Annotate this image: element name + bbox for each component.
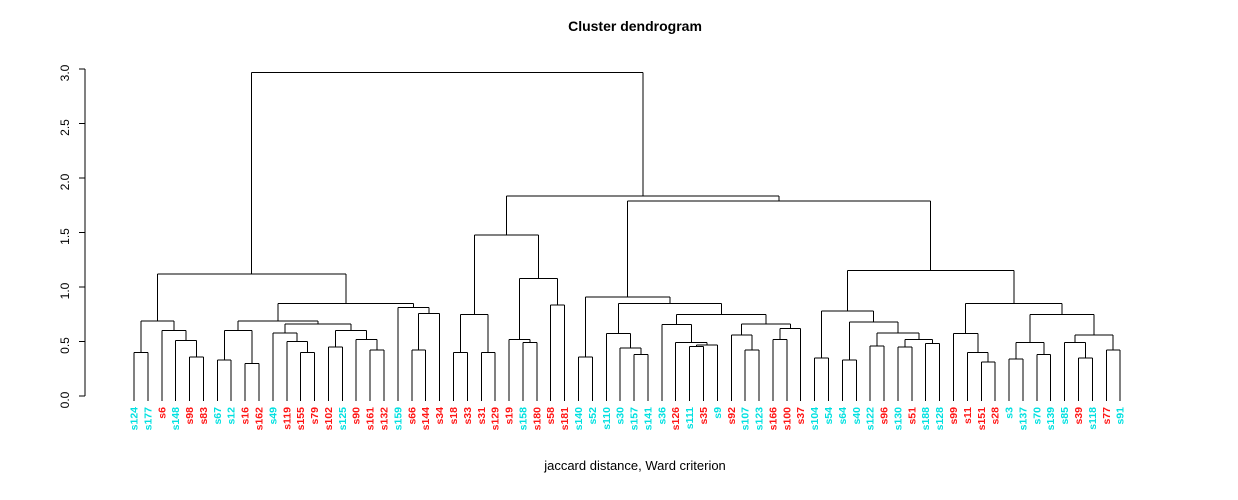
- svg-text:s123: s123: [754, 407, 766, 431]
- svg-text:s132: s132: [379, 407, 391, 431]
- svg-text:s11: s11: [962, 407, 974, 424]
- svg-text:s83: s83: [198, 407, 210, 425]
- svg-text:s9: s9: [712, 407, 724, 419]
- svg-text:s33: s33: [462, 407, 474, 425]
- svg-text:s157: s157: [629, 407, 641, 431]
- svg-text:s35: s35: [698, 407, 710, 425]
- svg-text:s129: s129: [490, 407, 502, 431]
- svg-text:s188: s188: [920, 407, 932, 431]
- svg-text:s166: s166: [767, 407, 779, 431]
- svg-text:s155: s155: [295, 407, 307, 431]
- svg-text:s58: s58: [545, 407, 557, 425]
- svg-text:s12: s12: [226, 407, 238, 425]
- svg-text:s125: s125: [337, 407, 349, 431]
- svg-text:s161: s161: [365, 407, 377, 431]
- svg-text:s66: s66: [406, 407, 418, 425]
- svg-text:s92: s92: [726, 407, 738, 425]
- svg-text:s37: s37: [795, 407, 807, 425]
- svg-text:s19: s19: [504, 407, 516, 425]
- svg-text:s77: s77: [1101, 407, 1113, 425]
- svg-text:s107: s107: [740, 407, 752, 431]
- svg-text:2.0: 2.0: [58, 173, 72, 190]
- svg-text:s119: s119: [281, 407, 293, 430]
- svg-text:s110: s110: [601, 407, 613, 430]
- svg-text:s151: s151: [976, 407, 988, 431]
- svg-text:s137: s137: [1017, 407, 1029, 431]
- svg-text:s6: s6: [156, 407, 168, 419]
- svg-text:s124: s124: [129, 407, 141, 431]
- svg-text:0.0: 0.0: [58, 391, 72, 408]
- svg-text:1.0: 1.0: [58, 282, 72, 299]
- svg-text:s158: s158: [517, 407, 529, 431]
- svg-text:s64: s64: [837, 407, 849, 425]
- svg-text:s159: s159: [392, 407, 404, 431]
- svg-text:s52: s52: [587, 407, 599, 425]
- svg-text:s79: s79: [309, 407, 321, 425]
- svg-text:0.5: 0.5: [58, 337, 72, 354]
- svg-text:s96: s96: [879, 407, 891, 425]
- svg-text:s181: s181: [559, 407, 571, 431]
- svg-text:2.5: 2.5: [58, 119, 72, 136]
- svg-text:s98: s98: [184, 407, 196, 425]
- chart-title: Cluster dendrogram: [568, 18, 702, 34]
- svg-text:s91: s91: [1115, 407, 1127, 425]
- svg-text:s100: s100: [781, 407, 793, 431]
- svg-text:s28: s28: [990, 407, 1002, 425]
- svg-text:s118: s118: [1087, 407, 1099, 430]
- svg-text:s162: s162: [254, 407, 266, 431]
- svg-text:s39: s39: [1073, 407, 1085, 425]
- svg-text:s67: s67: [212, 407, 224, 425]
- svg-text:1.5: 1.5: [58, 228, 72, 245]
- svg-text:s34: s34: [434, 407, 446, 425]
- svg-text:s18: s18: [448, 407, 460, 425]
- svg-text:s139: s139: [1045, 407, 1057, 431]
- svg-text:s111: s111: [684, 407, 696, 429]
- svg-text:s128: s128: [934, 407, 946, 431]
- svg-text:s51: s51: [906, 407, 918, 425]
- svg-text:s40: s40: [851, 407, 863, 425]
- svg-text:s31: s31: [476, 407, 488, 425]
- svg-text:s130: s130: [892, 407, 904, 431]
- svg-text:s148: s148: [170, 407, 182, 431]
- svg-text:s90: s90: [351, 407, 363, 425]
- svg-text:s54: s54: [823, 407, 835, 425]
- svg-text:s85: s85: [1059, 407, 1071, 425]
- svg-text:s16: s16: [240, 407, 252, 425]
- svg-text:s122: s122: [865, 407, 877, 431]
- svg-text:s104: s104: [809, 407, 821, 431]
- svg-text:s140: s140: [573, 407, 585, 431]
- svg-text:3.0: 3.0: [58, 64, 72, 81]
- svg-text:s180: s180: [531, 407, 543, 431]
- svg-text:s49: s49: [267, 407, 279, 425]
- svg-text:s141: s141: [642, 407, 654, 431]
- svg-text:s102: s102: [323, 407, 335, 431]
- svg-text:s126: s126: [670, 407, 682, 431]
- x-axis-label: jaccard distance, Ward criterion: [544, 458, 726, 473]
- svg-text:s3: s3: [1004, 407, 1016, 419]
- svg-text:s30: s30: [615, 407, 627, 425]
- svg-text:s70: s70: [1031, 407, 1043, 425]
- svg-text:s36: s36: [656, 407, 668, 425]
- svg-text:s99: s99: [948, 407, 960, 425]
- svg-text:s144: s144: [420, 407, 432, 431]
- svg-text:s177: s177: [142, 407, 154, 431]
